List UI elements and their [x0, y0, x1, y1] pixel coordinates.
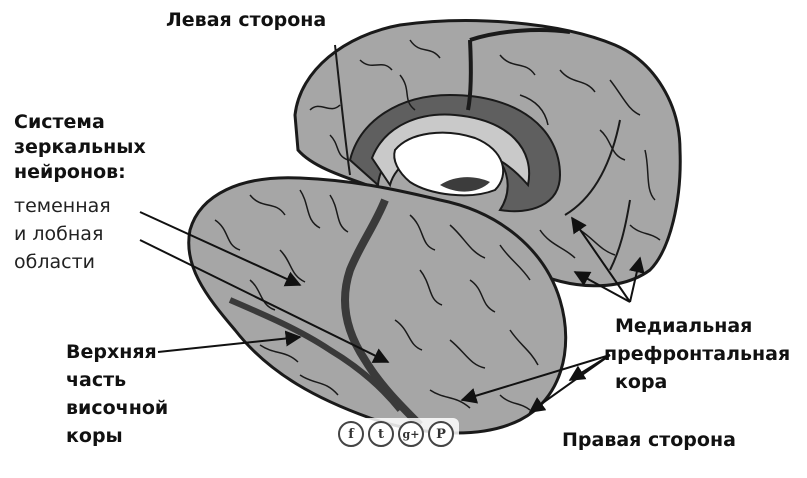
annotation-arrows	[139, 211, 645, 413]
prefrontal-label-3: кора	[615, 371, 668, 393]
temporal-label-1: Верхняя	[66, 341, 157, 363]
prefrontal-label-1: Медиальная	[615, 315, 753, 337]
mirror-neurons-label-4: теменная	[14, 195, 111, 217]
mirror-neurons-label-5: и лобная	[14, 223, 104, 245]
right-hemisphere	[187, 176, 568, 435]
facebook-icon[interactable]: f	[338, 421, 364, 447]
mirror-neurons-label-6: области	[14, 251, 95, 273]
twitter-icon[interactable]: t	[368, 421, 394, 447]
right-side-label: Правая сторона	[562, 429, 736, 451]
mirror-neurons-label-2: зеркальных	[14, 136, 146, 158]
prefrontal-label-2: префронтальная	[604, 343, 791, 365]
temporal-label-4: коры	[66, 425, 123, 447]
temporal-label-2: часть	[66, 369, 127, 391]
mirror-neurons-label-1: Система	[14, 111, 105, 133]
temporal-label-3: височной	[66, 397, 169, 419]
pinterest-icon[interactable]: P	[428, 421, 454, 447]
mirror-neurons-label-3: нейронов:	[14, 161, 126, 183]
left-side-label: Левая сторона	[166, 9, 327, 31]
share-bar: f t g+ P	[333, 418, 459, 450]
google-plus-icon[interactable]: g+	[398, 421, 424, 447]
